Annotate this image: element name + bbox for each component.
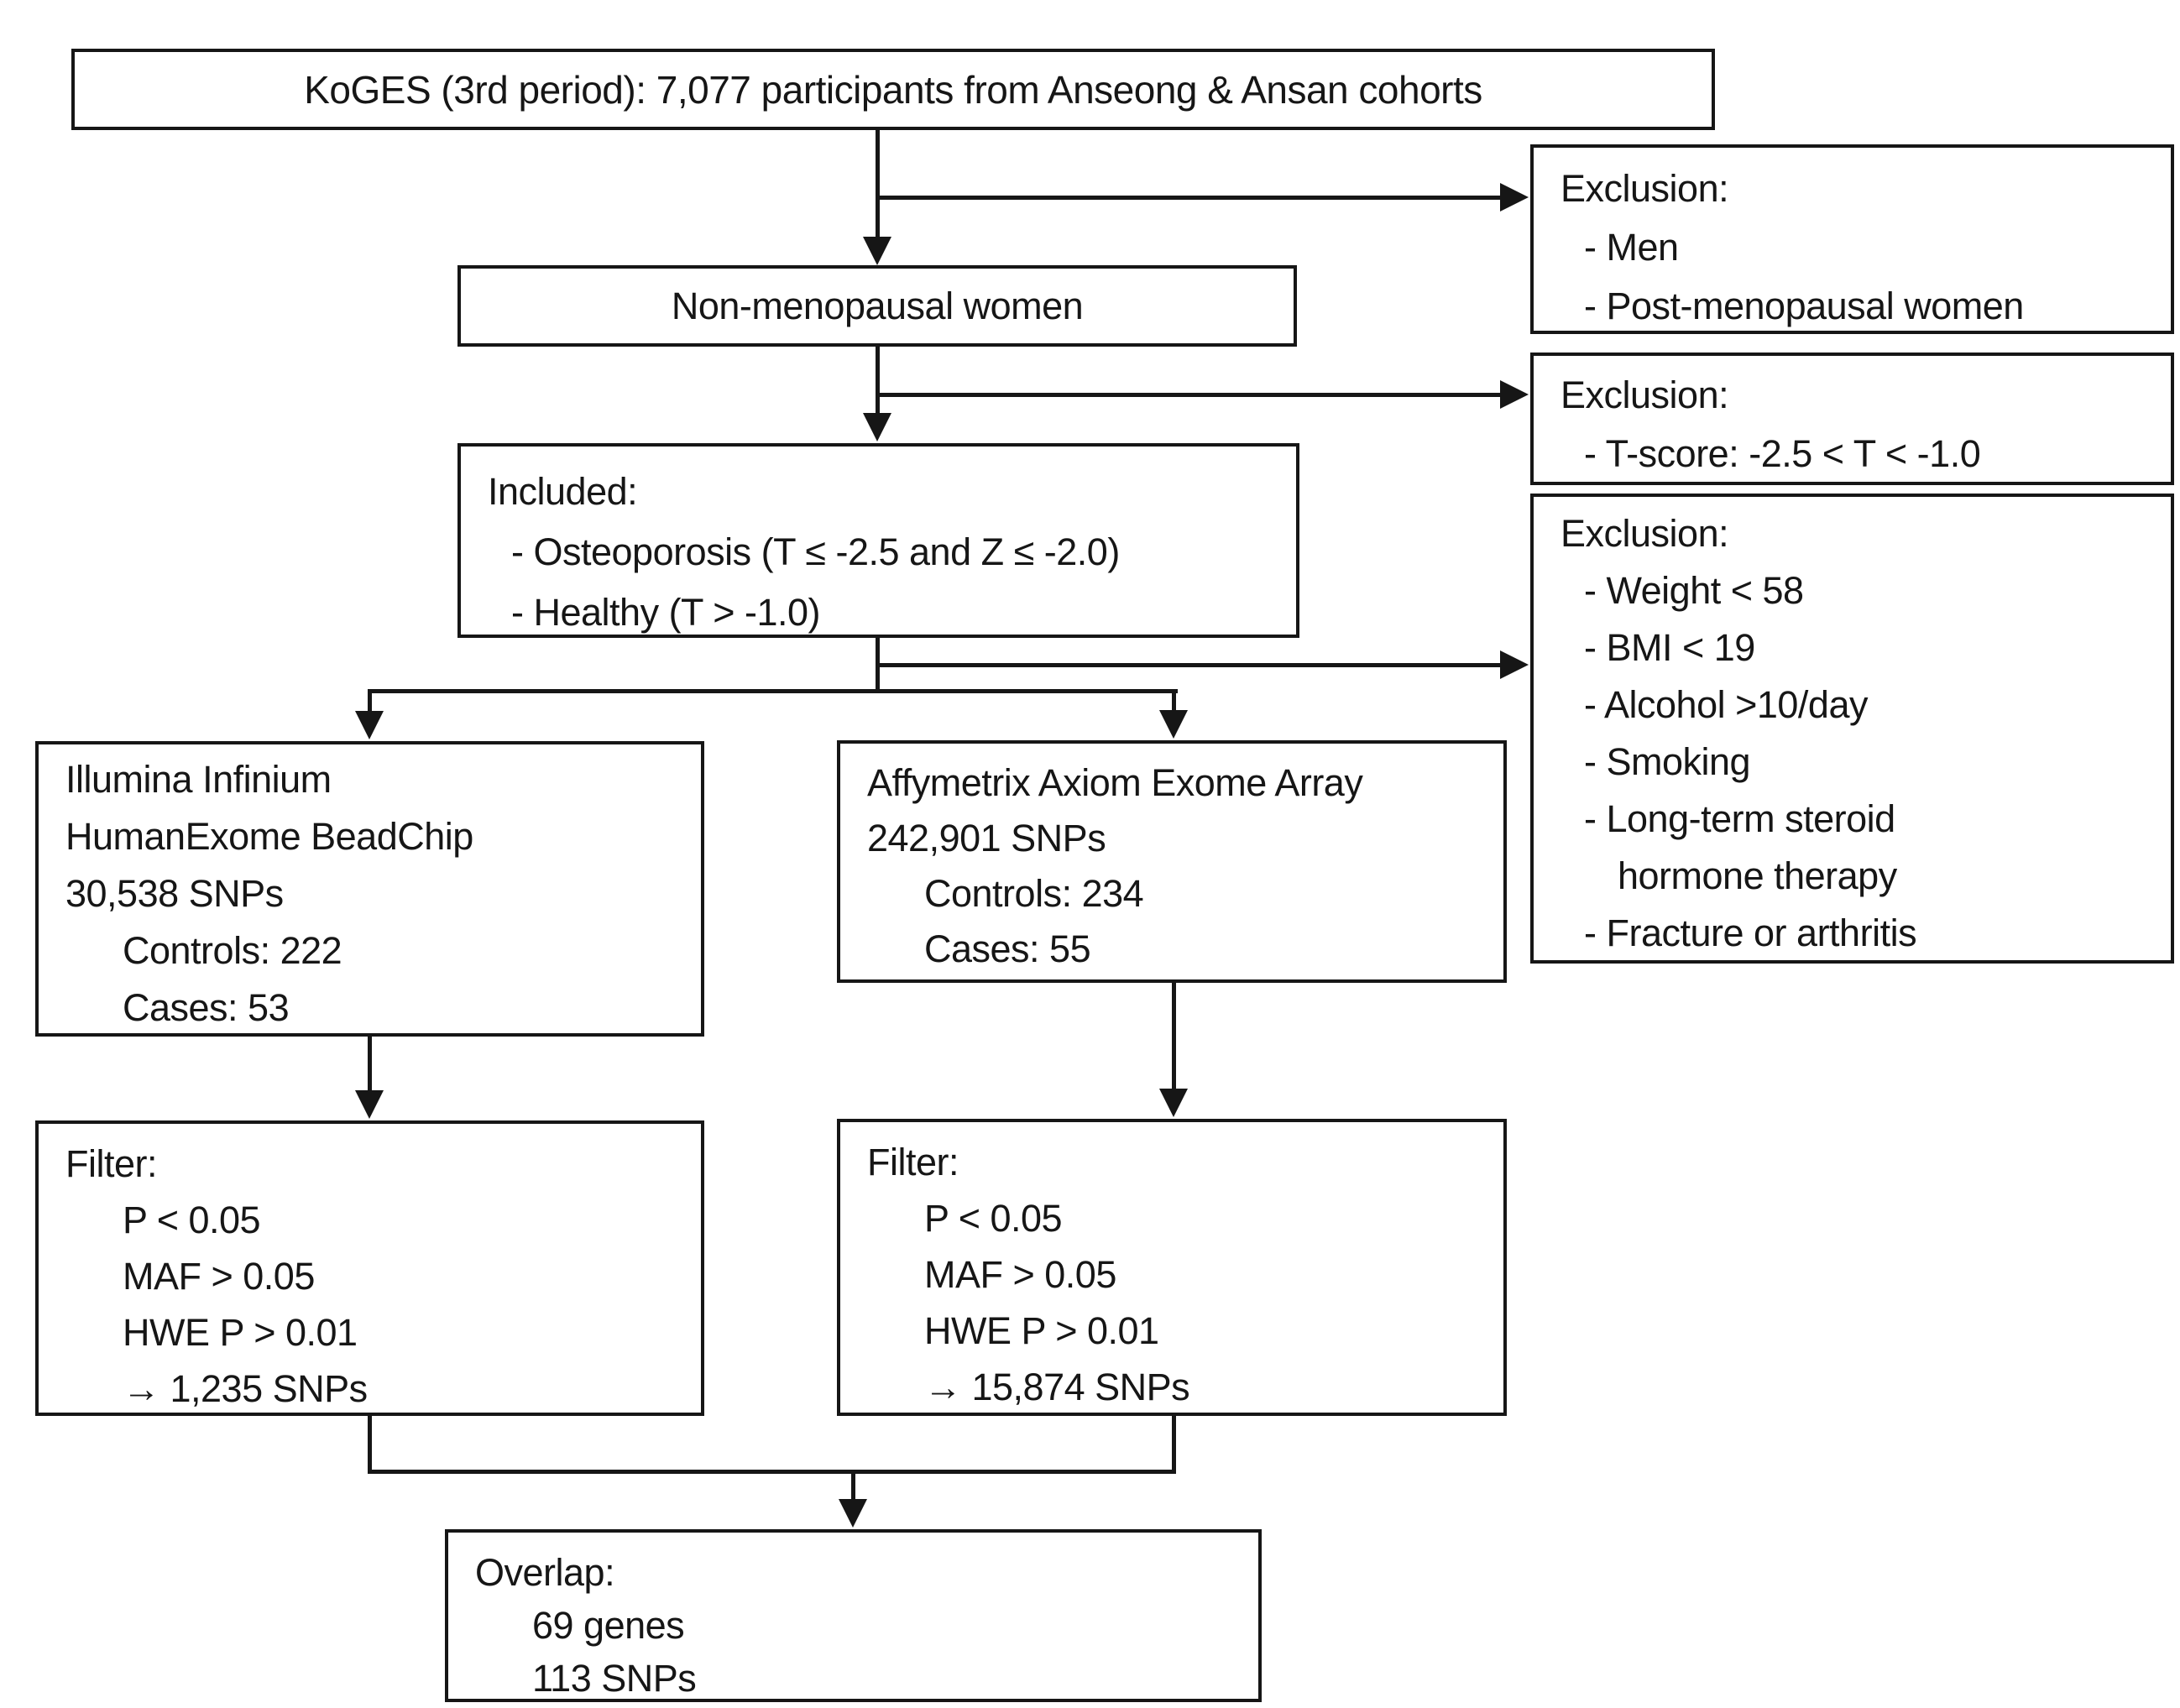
filter-left-item: P < 0.05 [123,1199,261,1241]
exclusion3-item: - Smoking [1584,740,1751,783]
exclusion3-item: - Long-term steroid [1584,797,1895,840]
arrow-down-icon [1159,1089,1188,1117]
connector-split-left-drop [368,689,372,714]
exclusion1-box: Exclusion: - Men - Post-menopausal women [1530,144,2174,334]
exclusion2-item: - T-score: -2.5 < T < -1.0 [1584,432,1981,475]
connector-merge-overlap [851,1470,855,1502]
filter-right-item: MAF > 0.05 [924,1253,1116,1296]
connector-split-bar [368,689,1178,693]
included-item: - Healthy (T > -1.0) [511,591,821,634]
connector-filter-right-merge [1172,1416,1176,1474]
filter-right-item: P < 0.05 [924,1197,1063,1240]
exclusion3-title: Exclusion: [1561,512,1729,555]
illumina-controls: Controls: 222 [123,929,342,972]
filter-left-box: Filter: P < 0.05 MAF > 0.05 HWE P > 0.01… [35,1120,704,1416]
included-item: - Osteoporosis (T ≤ -2.5 and Z ≤ -2.0) [511,530,1120,573]
illumina-line: 30,538 SNPs [65,872,284,915]
exclusion1-item: - Men [1584,226,1679,269]
affymetrix-box: Affymetrix Axiom Exome Array 242,901 SNP… [837,740,1507,983]
exclusion1-title: Exclusion: [1561,167,1729,210]
illumina-line: Illumina Infinium [65,758,332,801]
filter-left-item: HWE P > 0.01 [123,1311,358,1354]
exclusion3-item: - Alcohol >10/day [1584,683,1869,726]
affymetrix-cases: Cases: 55 [924,927,1091,970]
filter-right-item: HWE P > 0.01 [924,1309,1159,1352]
illumina-cases: Cases: 53 [123,986,290,1029]
connector-branch-exclusion1 [876,196,1503,200]
exclusion2-title: Exclusion: [1561,373,1729,416]
non-menopausal-text: Non-menopausal women [671,284,1084,327]
arrow-down-icon [355,711,384,739]
overlap-box: Overlap: 69 genes 113 SNPs [445,1529,1262,1702]
connector-merge-bar [368,1470,1176,1474]
overlap-genes: 69 genes [532,1604,685,1647]
koges-box: KoGES (3rd period): 7,077 participants f… [71,49,1715,130]
overlap-snps: 113 SNPs [532,1657,697,1700]
included-box: Included: - Osteoporosis (T ≤ -2.5 and Z… [457,443,1299,638]
connector-nonmenopausal-included [876,347,880,415]
arrow-down-icon [839,1499,867,1528]
affymetrix-controls: Controls: 234 [924,872,1144,915]
non-menopausal-box: Non-menopausal women [457,265,1297,347]
exclusion3-item-continuation: hormone therapy [1618,854,1897,897]
koges-text: KoGES (3rd period): 7,077 participants f… [304,67,1482,112]
filter-left-item: MAF > 0.05 [123,1255,315,1298]
overlap-title: Overlap: [475,1551,615,1594]
connector-filter-left-merge [368,1416,372,1474]
connector-branch-exclusion2 [876,393,1503,397]
arrow-right-icon [1500,650,1529,679]
filter-right-box: Filter: P < 0.05 MAF > 0.05 HWE P > 0.01… [837,1119,1507,1416]
connector-illumina-filter [368,1037,372,1094]
connector-affymetrix-filter [1172,983,1176,1092]
filter-right-title: Filter: [867,1141,959,1183]
filter-left-result: → 1,235 SNPs [123,1367,368,1410]
exclusion3-item: - Fracture or arthritis [1584,911,1917,954]
arrow-down-icon [355,1090,384,1119]
affymetrix-line: 242,901 SNPs [867,817,1106,859]
included-title: Included: [488,470,638,513]
filter-right-result: → 15,874 SNPs [924,1366,1190,1408]
arrow-right-icon [1500,183,1529,212]
connector-branch-exclusion3 [876,663,1503,667]
exclusion3-item: - BMI < 19 [1584,626,1755,669]
exclusion3-box: Exclusion: - Weight < 58 - BMI < 19 - Al… [1530,494,2174,964]
illumina-line: HumanExome BeadChip [65,815,473,858]
arrow-down-icon [1159,710,1188,739]
illumina-box: Illumina Infinium HumanExome BeadChip 30… [35,741,704,1037]
exclusion1-item: - Post-menopausal women [1584,285,2024,327]
arrow-down-icon [863,413,891,441]
affymetrix-line: Affymetrix Axiom Exome Array [867,761,1363,804]
filter-left-title: Filter: [65,1142,158,1185]
connector-split-right-drop [1172,689,1176,713]
exclusion3-item: - Weight < 58 [1584,569,1804,612]
exclusion2-box: Exclusion: - T-score: -2.5 < T < -1.0 [1530,353,2174,485]
arrow-right-icon [1500,380,1529,409]
arrow-down-icon [863,237,891,265]
connector-koges-nonmenopausal [876,130,880,239]
